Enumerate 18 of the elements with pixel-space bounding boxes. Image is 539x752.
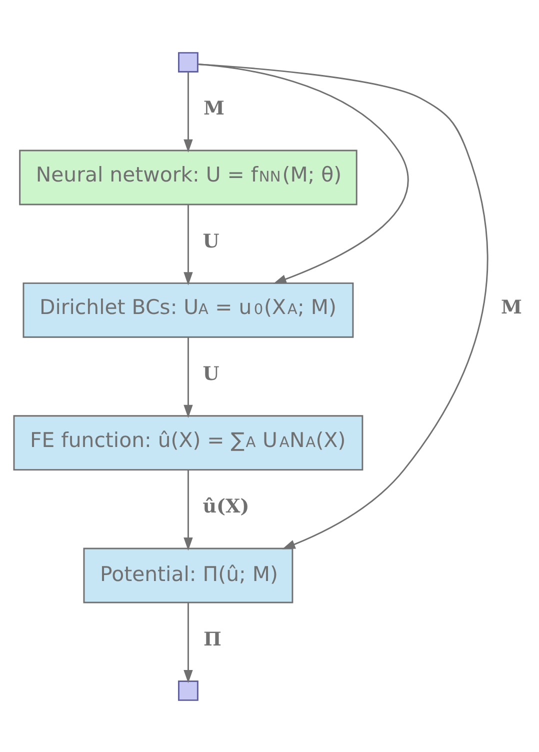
- node-box: FE function: û(X) = ∑A UANA(X): [13, 414, 364, 470]
- node-box: Potential: Π(û; M): [83, 547, 294, 603]
- arrow: [184, 71, 193, 152]
- edge-label: û(X): [202, 495, 250, 518]
- edge-label: M: [204, 97, 224, 120]
- arrow: [184, 469, 193, 550]
- arrow: [198, 63, 409, 284]
- node-box: [178, 52, 198, 72]
- edge-label: M: [500, 296, 522, 318]
- node-box: Neural network: U = fNN(M; θ): [19, 149, 358, 205]
- edge-label: Π: [204, 628, 222, 650]
- arrow: [184, 204, 193, 285]
- arrow: [184, 602, 193, 683]
- edge-label: U: [202, 362, 220, 384]
- arrow: [184, 336, 193, 418]
- edge-label: U: [202, 230, 220, 252]
- arrow: [198, 63, 488, 549]
- node-box: [178, 680, 198, 700]
